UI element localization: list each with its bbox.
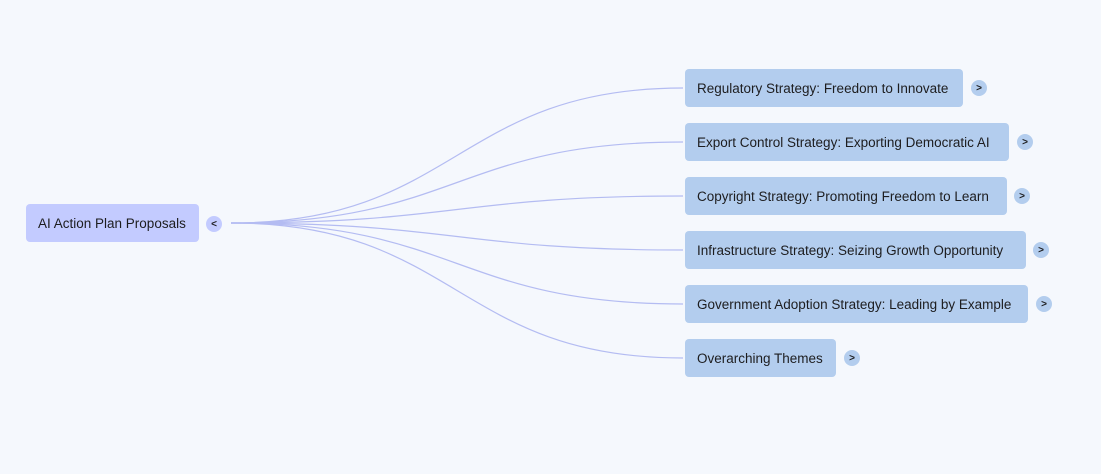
connector-lines xyxy=(230,87,684,359)
chevron-right-icon: > xyxy=(976,82,982,94)
connector-line-5 xyxy=(230,222,684,359)
child-node-label: Government Adoption Strategy: Leading by… xyxy=(697,296,1012,312)
child-node-label: Regulatory Strategy: Freedom to Innovate xyxy=(697,80,949,96)
child-node-label: Overarching Themes xyxy=(697,350,823,366)
child-node-label: Export Control Strategy: Exporting Democ… xyxy=(697,134,990,150)
chevron-left-icon: < xyxy=(211,218,217,230)
root-node-label: AI Action Plan Proposals xyxy=(38,215,186,231)
chevron-right-icon: > xyxy=(849,352,855,364)
expand-toggle-regulatory[interactable]: > xyxy=(971,80,987,96)
child-node-label: Infrastructure Strategy: Seizing Growth … xyxy=(697,242,1004,258)
connector-line-1 xyxy=(230,141,684,224)
connector-line-0 xyxy=(230,87,684,224)
child-node-infrastructure[interactable]: Infrastructure Strategy: Seizing Growth … xyxy=(685,231,1026,269)
connector-line-3 xyxy=(230,222,684,251)
connector-line-4 xyxy=(230,222,684,305)
root-collapse-toggle[interactable]: < xyxy=(206,216,222,232)
child-node-government-adoption[interactable]: Government Adoption Strategy: Leading by… xyxy=(685,285,1028,323)
expand-toggle-government-adoption[interactable]: > xyxy=(1036,296,1052,312)
child-node-overarching-themes[interactable]: Overarching Themes xyxy=(685,339,836,377)
child-node-export-control[interactable]: Export Control Strategy: Exporting Democ… xyxy=(685,123,1009,161)
chevron-right-icon: > xyxy=(1041,298,1047,310)
expand-toggle-overarching-themes[interactable]: > xyxy=(844,350,860,366)
child-node-copyright[interactable]: Copyright Strategy: Promoting Freedom to… xyxy=(685,177,1007,215)
connector-line-2 xyxy=(230,195,684,224)
expand-toggle-copyright[interactable]: > xyxy=(1014,188,1030,204)
expand-toggle-infrastructure[interactable]: > xyxy=(1033,242,1049,258)
chevron-right-icon: > xyxy=(1022,136,1028,148)
expand-toggle-export-control[interactable]: > xyxy=(1017,134,1033,150)
root-node[interactable]: AI Action Plan Proposals xyxy=(26,204,199,242)
chevron-right-icon: > xyxy=(1019,190,1025,202)
child-node-regulatory[interactable]: Regulatory Strategy: Freedom to Innovate xyxy=(685,69,963,107)
child-node-label: Copyright Strategy: Promoting Freedom to… xyxy=(697,188,989,204)
chevron-right-icon: > xyxy=(1038,244,1044,256)
